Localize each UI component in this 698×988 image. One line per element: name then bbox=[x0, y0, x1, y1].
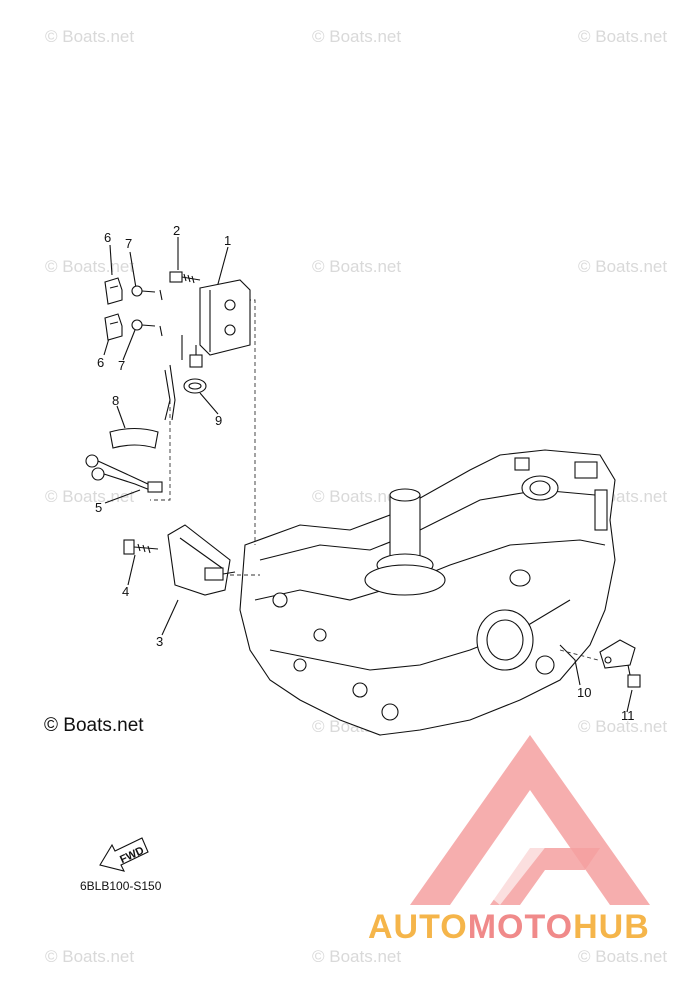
fwd-arrow-icon: FWD bbox=[99, 837, 149, 872]
watermark: © Boats.net bbox=[312, 257, 401, 276]
callout-1: 1 bbox=[224, 233, 231, 248]
watermark: © Boats.net bbox=[578, 947, 667, 966]
callout-7-bottom: 7 bbox=[118, 358, 125, 373]
callout-2: 2 bbox=[173, 223, 180, 238]
brand-logo: AUTOMOTOHUB bbox=[368, 735, 650, 946]
callouts: 1 2 3 4 5 6 6 7 7 8 9 10 11 bbox=[95, 223, 635, 723]
callout-6-top: 6 bbox=[104, 230, 111, 245]
callout-5: 5 bbox=[95, 500, 102, 515]
copyright-text: © Boats.net bbox=[44, 715, 144, 736]
watermark: © Boats.net bbox=[45, 947, 134, 966]
watermark: © Boats.net bbox=[312, 947, 401, 966]
callout-7-top: 7 bbox=[125, 236, 132, 251]
brand-auto: AUTO bbox=[368, 908, 468, 946]
pulser-coil-3 bbox=[167, 524, 236, 596]
callout-4: 4 bbox=[122, 584, 129, 599]
engine-block bbox=[239, 449, 616, 736]
callout-9: 9 bbox=[215, 413, 222, 428]
watermark: © Boats.net bbox=[312, 487, 401, 506]
callout-6-bottom: 6 bbox=[97, 355, 104, 370]
watermark: © Boats.net bbox=[578, 27, 667, 46]
callout-11: 11 bbox=[621, 708, 635, 723]
clip-9 bbox=[183, 378, 207, 394]
watermark: © Boats.net bbox=[45, 257, 134, 276]
callout-3: 3 bbox=[156, 634, 163, 649]
watermark: © Boats.net bbox=[312, 27, 401, 46]
watermark: © Boats.net bbox=[45, 27, 134, 46]
callout-8: 8 bbox=[112, 393, 119, 408]
callout-10: 10 bbox=[577, 685, 591, 700]
screw-7a bbox=[131, 285, 156, 297]
bolt-4 bbox=[123, 539, 159, 555]
lead-wire-5 bbox=[85, 454, 163, 493]
clamp-6b bbox=[104, 313, 123, 341]
clamp-6a bbox=[104, 277, 123, 305]
watermark: © Boats.net bbox=[578, 257, 667, 276]
diagram-code: 6BLB100-S150 bbox=[80, 879, 162, 893]
brand-moto: MOTO bbox=[468, 908, 573, 946]
cdi-unit bbox=[189, 279, 251, 368]
holder-8 bbox=[109, 427, 159, 449]
assembly-lines bbox=[150, 299, 599, 661]
screw-7b bbox=[131, 319, 156, 331]
brand-text: AUTOMOTOHUB bbox=[368, 908, 650, 946]
leader-lines bbox=[103, 237, 633, 713]
wiring bbox=[159, 289, 183, 421]
bolt-11 bbox=[627, 664, 641, 688]
watermark: © Boats.net bbox=[578, 717, 667, 736]
brand-hub: HUB bbox=[573, 908, 650, 946]
bolt-2 bbox=[169, 271, 201, 284]
bracket-10 bbox=[599, 639, 636, 669]
watermark: © Boats.net bbox=[45, 487, 134, 506]
